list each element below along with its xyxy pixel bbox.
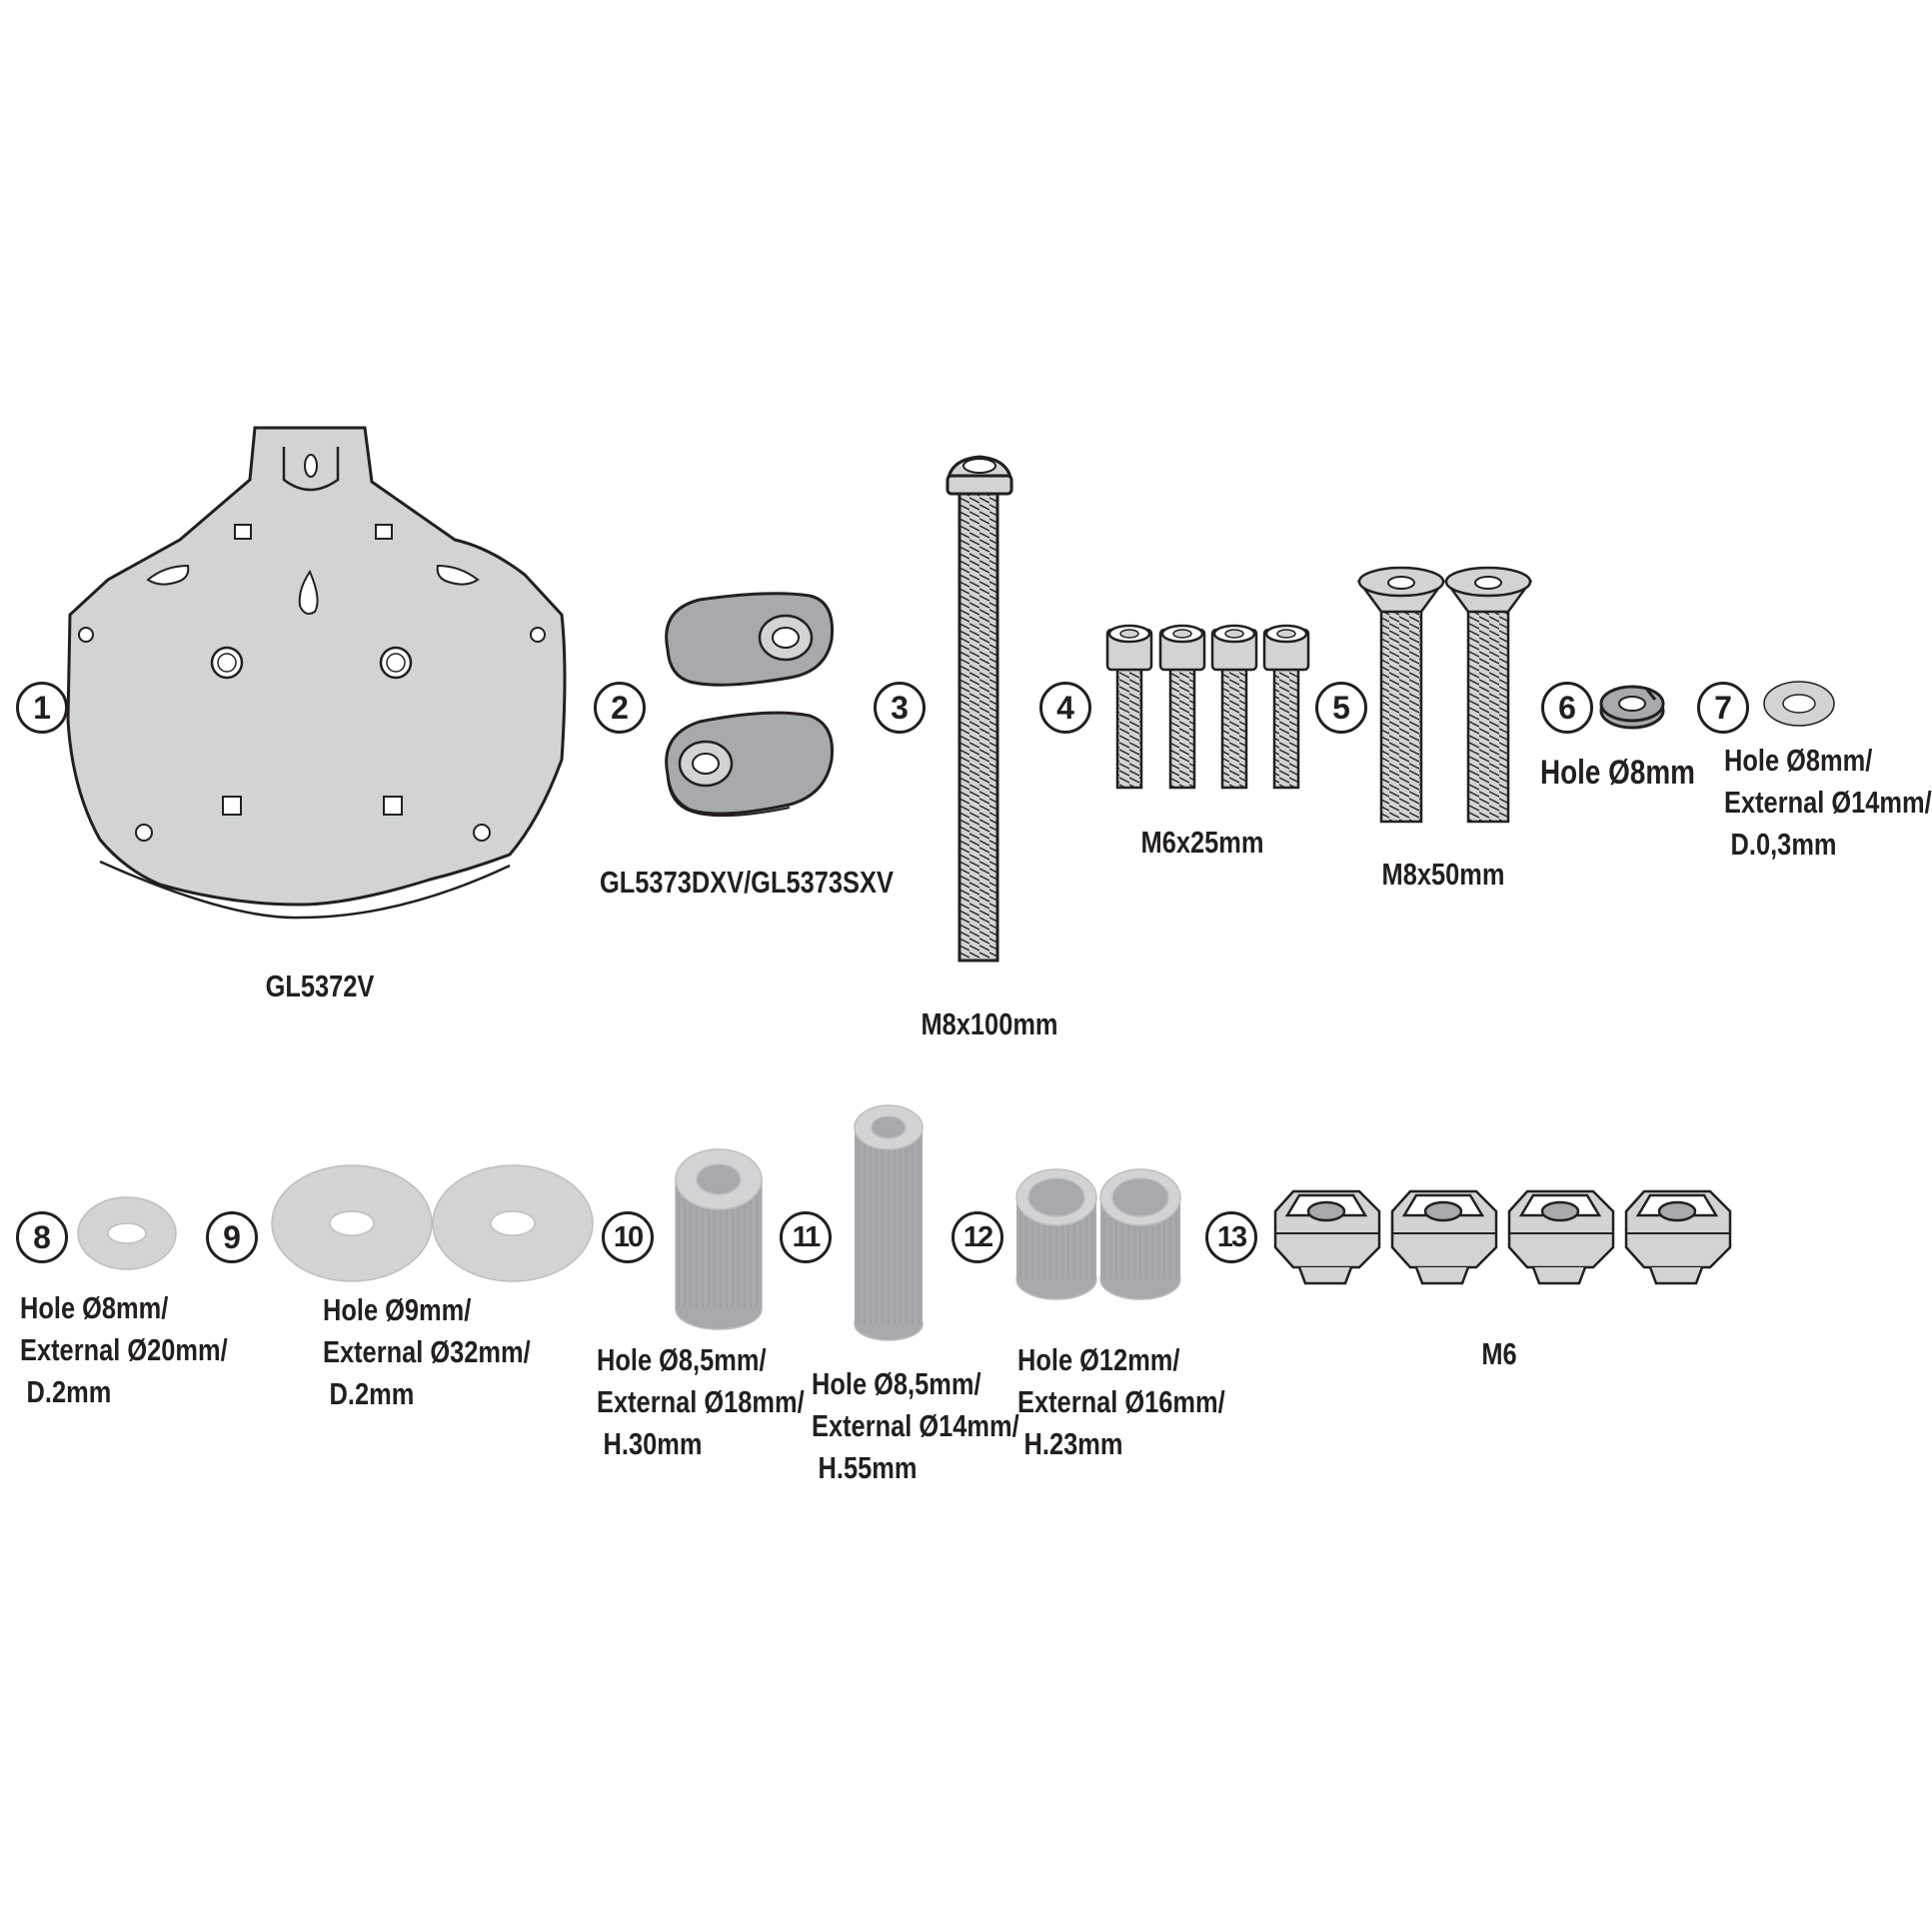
part-number-badge-3: 3 xyxy=(874,682,926,734)
cage-nuts-m6-part xyxy=(1273,1189,1732,1285)
spacer-plates-part xyxy=(665,592,835,818)
part-number-badge-10: 10 xyxy=(602,1211,654,1263)
part-label-7-line-1: Hole Ø8mm/ xyxy=(1724,743,1873,778)
part-label-7-line-3: D.0,3mm xyxy=(1730,827,1837,862)
washer-8-part xyxy=(77,1196,177,1270)
part-label-9-line-3: D.2mm xyxy=(329,1376,415,1411)
part-number-badge-8: 8 xyxy=(16,1211,68,1263)
part-label-11-line-1: Hole Ø8,5mm/ xyxy=(812,1366,981,1401)
part-label-8: Hole Ø8mm/ External Ø20mm/ D.2mm xyxy=(20,1287,228,1413)
part-number-badge-12: 12 xyxy=(952,1211,1003,1263)
part-label-12-line-2: External Ø16mm/ xyxy=(1017,1384,1225,1419)
spacers-12-part xyxy=(1015,1168,1181,1300)
part-number-badge-7: 7 xyxy=(1697,682,1749,734)
part-label-10: Hole Ø8,5mm/ External Ø18mm/ H.30mm xyxy=(597,1339,805,1465)
part-label-12-line-1: Hole Ø12mm/ xyxy=(1017,1342,1180,1377)
part-label-8-line-1: Hole Ø8mm/ xyxy=(20,1290,169,1325)
part-label-10-line-2: External Ø18mm/ xyxy=(597,1384,805,1419)
part-number-badge-2: 2 xyxy=(594,682,646,734)
part-number-badge-4: 4 xyxy=(1039,682,1091,734)
part-label-6: Hole Ø8mm xyxy=(1540,752,1695,794)
part-number-badge-13: 13 xyxy=(1205,1211,1257,1263)
part-label-1-line: GL5372V xyxy=(265,968,375,1003)
part-label-8-line-2: External Ø20mm/ xyxy=(20,1332,228,1367)
part-label-9: Hole Ø9mm/ External Ø32mm/ D.2mm xyxy=(323,1289,531,1415)
part-label-13-line: M6 xyxy=(1481,1336,1517,1371)
part-label-13: M6 xyxy=(1417,1333,1581,1375)
part-label-4-line: M6x25mm xyxy=(1140,825,1264,860)
part-label-3: M8x100mm xyxy=(908,1003,1071,1045)
part-label-1: GL5372V xyxy=(238,965,402,1007)
bolt-m8x100-part xyxy=(946,455,1013,962)
part-label-7-line-2: External Ø14mm/ xyxy=(1724,785,1932,820)
part-label-4: M6x25mm xyxy=(1120,822,1284,864)
part-label-9-line-2: External Ø32mm/ xyxy=(323,1334,531,1369)
part-label-12: Hole Ø12mm/ External Ø16mm/ H.23mm xyxy=(1017,1339,1225,1465)
screws-m6x25-part xyxy=(1105,624,1310,790)
part-number-badge-9: 9 xyxy=(206,1211,258,1263)
part-label-2-line: GL5373DXV/GL5373SXV xyxy=(600,865,894,900)
part-label-12-line-3: H.23mm xyxy=(1023,1426,1123,1461)
part-number-badge-5: 5 xyxy=(1315,682,1367,734)
screws-m8x50-part xyxy=(1356,566,1533,824)
part-label-11-line-3: H.55mm xyxy=(818,1450,918,1485)
spacer-11-part xyxy=(854,1104,924,1341)
part-number-badge-1: 1 xyxy=(16,682,68,734)
part-label-9-line-1: Hole Ø9mm/ xyxy=(323,1292,472,1327)
part-label-11: Hole Ø8,5mm/ External Ø14mm/ H.55mm xyxy=(812,1363,1019,1489)
thin-washer-part xyxy=(1763,681,1835,727)
part-label-3-line: M8x100mm xyxy=(921,1006,1058,1041)
part-label-8-line-3: D.2mm xyxy=(26,1374,112,1409)
part-number-badge-6: 6 xyxy=(1541,682,1593,734)
part-label-2: GL5373DXV/GL5373SXV xyxy=(600,862,894,904)
washers-9-part xyxy=(271,1164,594,1282)
part-number-badge-11: 11 xyxy=(780,1211,832,1263)
spring-washer-part xyxy=(1599,685,1665,730)
part-label-5: M8x50mm xyxy=(1361,854,1525,896)
part-label-5-line: M8x50mm xyxy=(1381,857,1505,892)
part-label-10-line-3: H.30mm xyxy=(603,1426,703,1461)
part-label-7: Hole Ø8mm/ External Ø14mm/ D.0,3mm xyxy=(1724,740,1932,866)
part-label-11-line-2: External Ø14mm/ xyxy=(812,1408,1019,1443)
mounting-plate-part xyxy=(66,426,567,920)
part-label-10-line-1: Hole Ø8,5mm/ xyxy=(597,1342,767,1377)
spacer-10-part xyxy=(675,1148,763,1330)
part-label-6-line: Hole Ø8mm xyxy=(1540,754,1695,792)
